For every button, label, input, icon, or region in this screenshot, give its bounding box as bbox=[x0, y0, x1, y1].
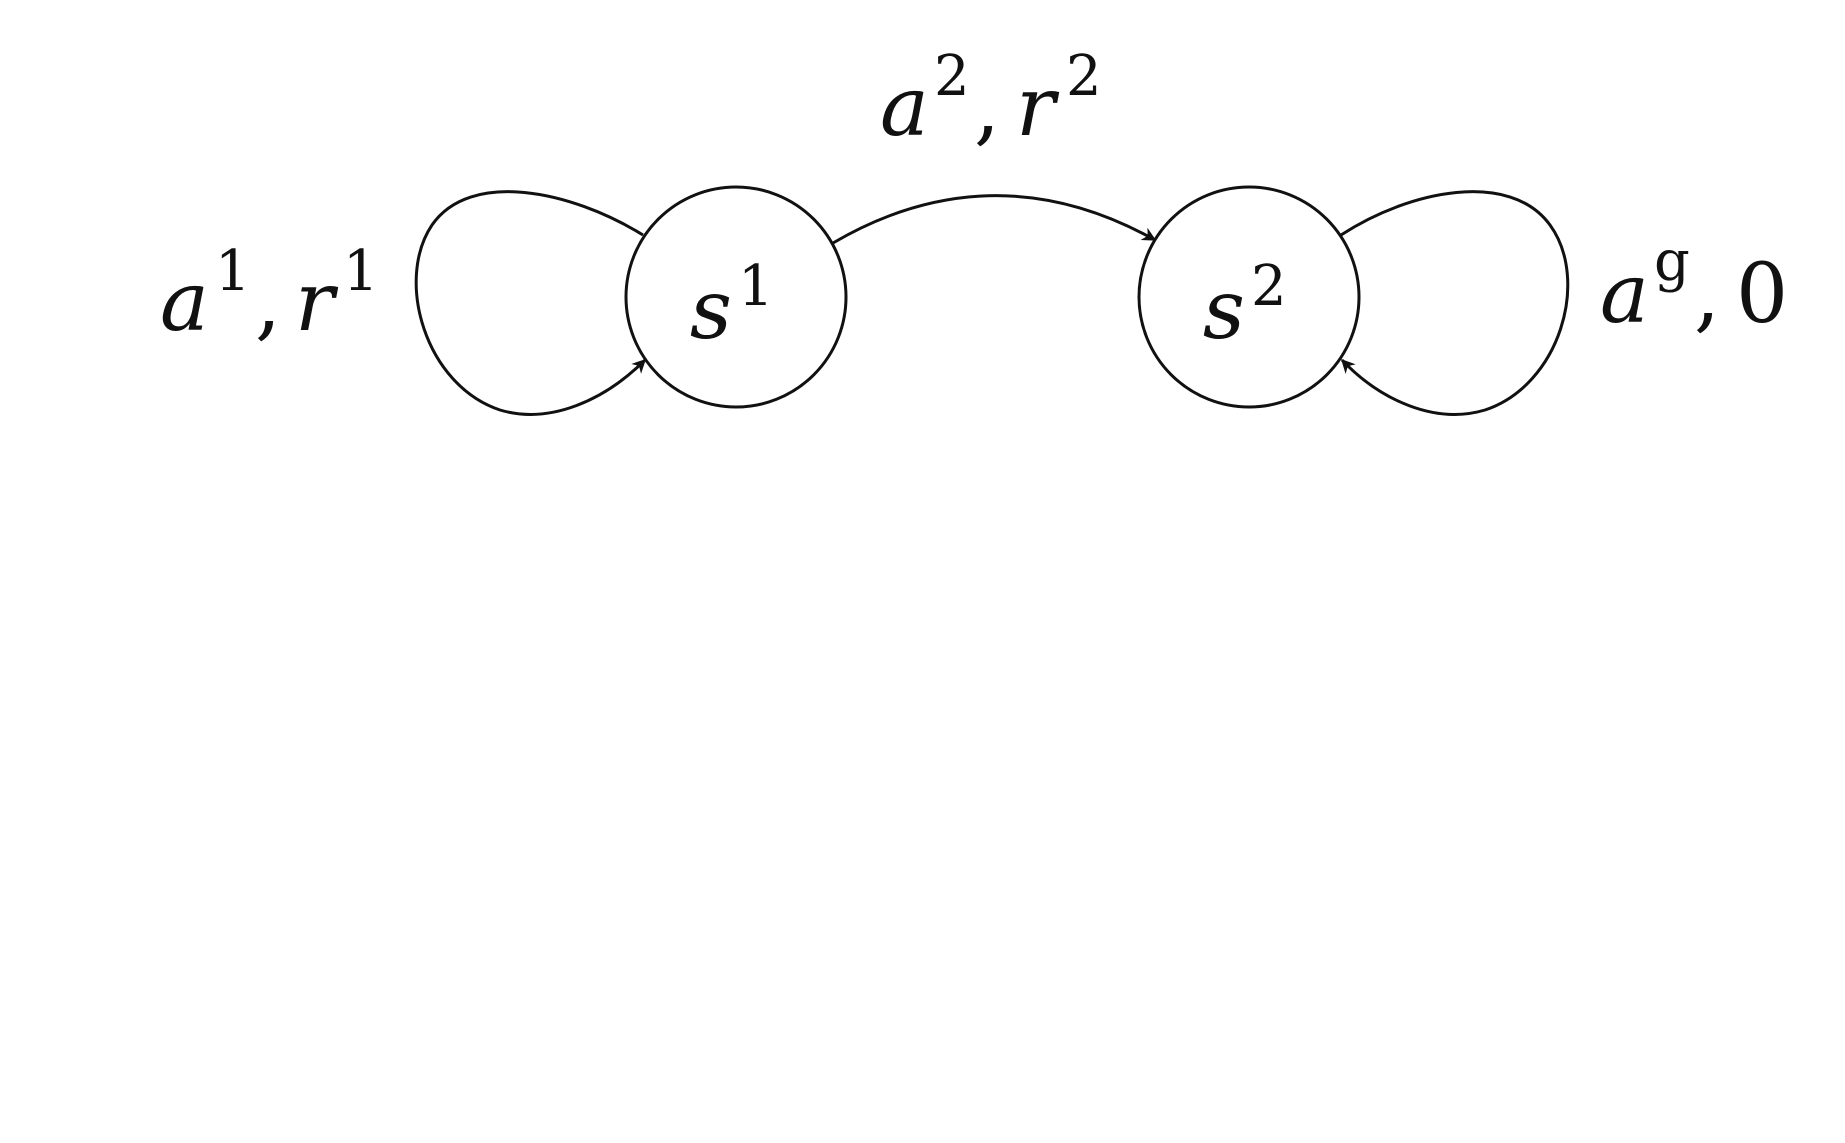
edge-label-loop-s2: a g , 0 bbox=[1600, 229, 1788, 342]
label-loop-s1-r-sup: 1 bbox=[343, 239, 379, 304]
edge-loop-s2 bbox=[1340, 190, 1570, 416]
node-s1-base: s bbox=[690, 263, 732, 358]
node-s2: s 2 bbox=[1137, 185, 1361, 409]
label-loop-s2-a-sup: g bbox=[1654, 229, 1690, 294]
label-loop-s1-sep: , bbox=[255, 255, 281, 350]
label-s1-s2-r: r bbox=[1016, 60, 1060, 155]
label-loop-s2-sep: , bbox=[1694, 247, 1720, 342]
label-loop-s1-a-sup: 1 bbox=[215, 239, 251, 304]
node-s1-sup: 1 bbox=[738, 254, 774, 319]
label-s1-s2-r-sup: 2 bbox=[1066, 44, 1102, 109]
node-s1: s 1 bbox=[624, 185, 848, 409]
label-loop-s1-a: a bbox=[160, 255, 209, 350]
edge-loop-s1 bbox=[414, 190, 647, 416]
label-s1-s2-a-sup: 2 bbox=[934, 44, 970, 109]
edge-s1-to-s2 bbox=[832, 194, 1157, 245]
label-loop-s2-a: a bbox=[1600, 247, 1649, 342]
label-s1-s2-sep: , bbox=[974, 60, 1000, 155]
node-s2-base: s bbox=[1203, 263, 1245, 358]
label-loop-s1-r: r bbox=[295, 255, 339, 350]
edge-label-loop-s1: a 1 , r 1 bbox=[160, 239, 379, 350]
edge-label-s1-to-s2: a 2 , r 2 bbox=[880, 44, 1102, 155]
label-s1-s2-a: a bbox=[880, 60, 929, 155]
node-s2-sup: 2 bbox=[1251, 254, 1287, 319]
label-loop-s2-value: 0 bbox=[1736, 247, 1788, 342]
